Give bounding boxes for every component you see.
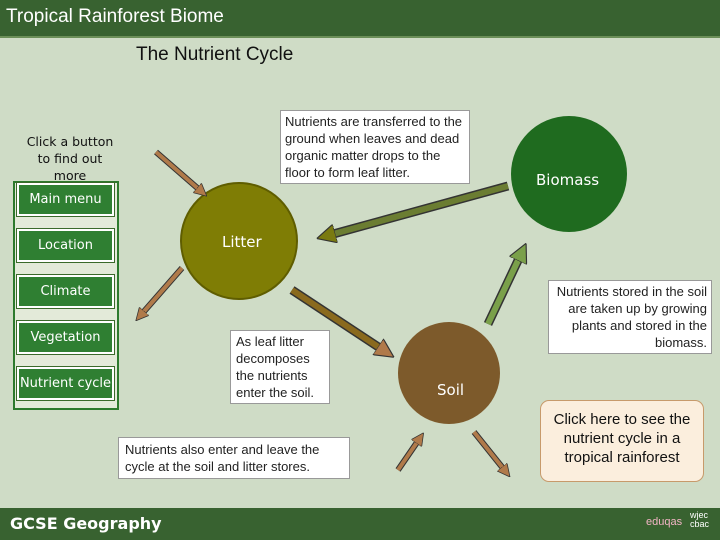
main-menu-button[interactable]: Main menu	[17, 183, 114, 216]
app-title: Tropical Rainforest Biome	[6, 6, 224, 27]
litter-node	[180, 182, 298, 300]
climate-button[interactable]: Climate	[17, 275, 114, 308]
rainforest-cycle-button[interactable]: Click here to see the nutrient cycle in …	[540, 400, 704, 482]
title-bar: Tropical Rainforest Biome	[0, 0, 720, 38]
note-litter-fall: Nutrients are transferred to the ground …	[280, 110, 470, 184]
menu-hint: Click a button to find out more	[26, 134, 114, 183]
wjec-logo: wjec cbac	[690, 510, 710, 529]
eduqas-logo: eduqas	[646, 516, 683, 528]
litter-label: Litter	[222, 233, 262, 251]
footer-label: GCSE Geography	[10, 514, 162, 533]
vegetation-button[interactable]: Vegetation	[17, 321, 114, 354]
biomass-node	[511, 116, 627, 232]
note-uptake: Nutrients stored in the soil are taken u…	[548, 280, 712, 354]
nutrient-cycle-button[interactable]: Nutrient cycle	[17, 367, 114, 400]
diagram-title: The Nutrient Cycle	[136, 44, 294, 65]
note-exchange: Nutrients also enter and leave the cycle…	[118, 437, 350, 479]
soil-label: Soil	[437, 381, 465, 399]
biomass-label: Biomass	[536, 171, 600, 189]
location-button[interactable]: Location	[17, 229, 114, 262]
note-decompose: As leaf litter decomposes the nutrients …	[230, 330, 330, 404]
soil-node	[398, 322, 500, 424]
footer-bar: GCSE Geography	[0, 508, 720, 540]
